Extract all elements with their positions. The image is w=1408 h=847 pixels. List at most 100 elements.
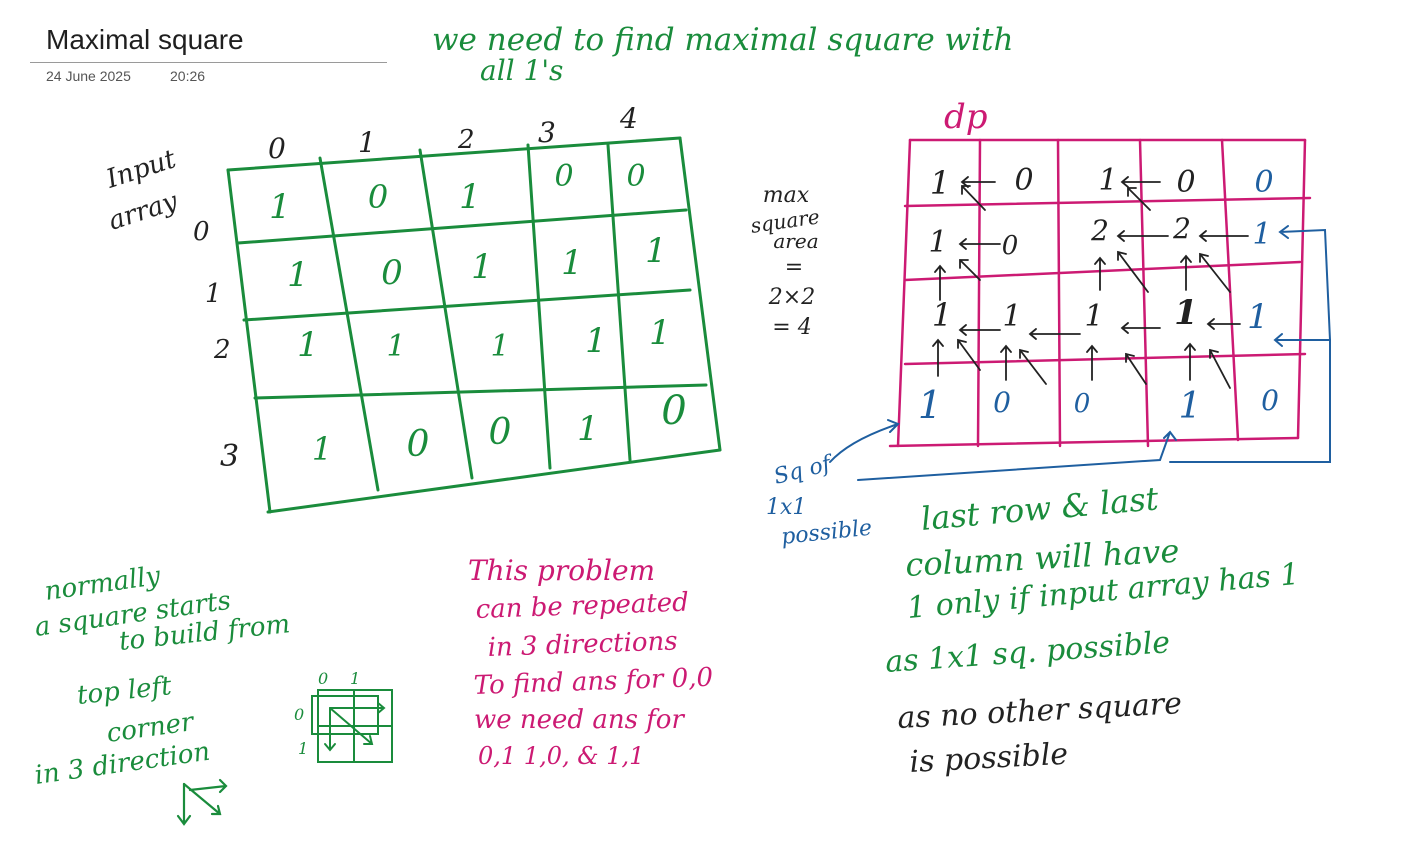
input-cell: 0 <box>661 388 686 434</box>
page-header: Maximal square 24 June 2025 20:26 <box>0 0 400 100</box>
other-square-note: as no other square is possible <box>897 686 1183 780</box>
direction-arrow-icon <box>176 778 228 826</box>
arrow-left-icon <box>1120 176 1161 188</box>
arrow-left-icon <box>958 238 1001 250</box>
arrow-up-icon <box>1180 254 1192 291</box>
arrow-diagonal-icon <box>959 259 981 281</box>
input-cell: 0 <box>554 159 573 194</box>
max-note-line: 2×2 <box>768 285 815 310</box>
problem-note-line: in 3 directions <box>487 626 678 663</box>
dp-cell: 2 <box>1172 212 1191 245</box>
input-cell: 1 <box>312 430 332 468</box>
input-col-header: 3 <box>538 116 556 149</box>
dp-grid-cells: 1 0 1 0 0 1 0 2 2 1 1 1 1 1 1 1 0 0 1 0 <box>918 163 1279 427</box>
max-note-line: = <box>785 255 803 280</box>
arrow-up-icon <box>1000 344 1012 381</box>
sq-note-line: possible <box>780 516 873 550</box>
problem-note-line: we need ans for <box>474 705 685 735</box>
arrow-diagonal-icon <box>329 707 374 745</box>
arrow-diagonal-icon <box>1127 187 1151 211</box>
dp-cell: 0 <box>1014 163 1033 198</box>
input-grid-line <box>242 288 692 322</box>
input-cell: 1 <box>577 409 599 449</box>
arrow-up-icon <box>1184 342 1196 381</box>
dp-cell: 0 <box>993 386 1011 419</box>
input-cell: 1 <box>561 243 583 283</box>
input-cell: 1 <box>386 329 405 364</box>
arrow-left-icon <box>1120 322 1161 334</box>
input-grid-line <box>226 168 272 514</box>
input-grid-line <box>678 136 722 452</box>
top-note-line: all 1's <box>480 54 563 87</box>
dp-grid-line <box>976 138 982 448</box>
input-label-line: array <box>105 186 182 236</box>
dp-grid-line <box>903 352 1307 366</box>
dp-cell: 1 <box>930 164 950 202</box>
arrow-to-dp-icon <box>1278 225 1331 341</box>
input-cell: 0 <box>626 159 645 194</box>
input-grid <box>226 136 722 514</box>
input-col-header: 4 <box>619 102 638 135</box>
arrow-up-icon <box>934 264 946 301</box>
input-cell: 1 <box>645 231 667 271</box>
dp-grid-line <box>888 436 1300 448</box>
input-array-label: Input array <box>102 144 182 237</box>
dp-grid-line <box>1138 138 1150 448</box>
arrow-left-icon <box>1116 230 1169 242</box>
top-note: we need to find maximal square with all … <box>432 22 1013 87</box>
arrow-diagonal-icon <box>1019 348 1047 385</box>
input-cell: 0 <box>368 178 388 216</box>
input-row-header: 0 <box>193 217 210 247</box>
top-note-line: we need to find maximal square with <box>432 22 1013 58</box>
arrow-left-icon <box>958 324 1001 336</box>
arrow-diagonal-icon <box>1209 348 1231 389</box>
problem-note-line: To find ans for 0,0 <box>473 663 713 701</box>
input-row-header: 3 <box>220 439 239 474</box>
problem-note-line: can be repeated <box>475 588 689 625</box>
arrow-up-icon <box>932 338 944 377</box>
input-cell: 1 <box>269 187 291 227</box>
arrow-diagonal-icon <box>1125 352 1147 385</box>
problem-note-line: This problem <box>468 554 655 587</box>
arrow-to-dp-icon <box>829 419 900 463</box>
mini-grid <box>311 689 393 763</box>
dp-cell: 1 <box>1098 163 1117 198</box>
max-note-line: = 4 <box>772 315 811 340</box>
input-col-header: 0 <box>268 132 286 165</box>
dp-cell: 1 <box>918 383 942 427</box>
dp-blue-connectors <box>829 225 1331 481</box>
arrow-to-dp-icon <box>857 430 1177 481</box>
dp-cell: 0 <box>1261 384 1279 417</box>
input-grid-line <box>236 208 688 245</box>
dp-grid-line <box>1056 138 1062 448</box>
dp-arrows <box>932 176 1249 389</box>
input-cell: 1 <box>585 321 607 361</box>
sq-note-line: Sq of <box>771 451 837 490</box>
max-area-note: max square area = 2×2 = 4 <box>749 183 821 340</box>
dp-grid-line <box>1296 138 1307 440</box>
dp-cell: 0 <box>1074 389 1091 419</box>
input-col-header: 1 <box>358 126 376 159</box>
page-time: 20:26 <box>170 68 206 84</box>
last-note-line: last row & last <box>919 479 1160 538</box>
input-cell: 1 <box>471 247 493 287</box>
input-row-header: 1 <box>205 279 222 309</box>
arrow-up-icon <box>1094 256 1106 291</box>
problem-note: This problem can be repeated in 3 direct… <box>468 554 714 770</box>
arrow-left-icon <box>1198 230 1249 242</box>
dp-cell: 1 <box>932 296 952 334</box>
dp-grid-line <box>1220 138 1240 442</box>
input-cell: 1 <box>287 255 309 295</box>
sq-note-line: 1x1 <box>766 495 806 520</box>
mini-grid-label: 1 <box>350 669 360 688</box>
dp-label: dp <box>944 97 988 137</box>
normal-note-line: top left <box>76 671 174 711</box>
dp-grid <box>888 138 1312 448</box>
normally-note: normally a square starts to build from t… <box>33 561 292 791</box>
input-grid-cells: 1 0 1 0 0 1 0 1 1 1 1 1 1 1 1 1 0 0 1 0 <box>269 159 687 468</box>
arrow-diagonal-icon <box>961 185 986 211</box>
last-row-note: last row & last column will have 1 only … <box>884 479 1301 680</box>
page-title: Maximal square <box>46 24 244 55</box>
arrow-left-icon <box>1206 318 1241 330</box>
